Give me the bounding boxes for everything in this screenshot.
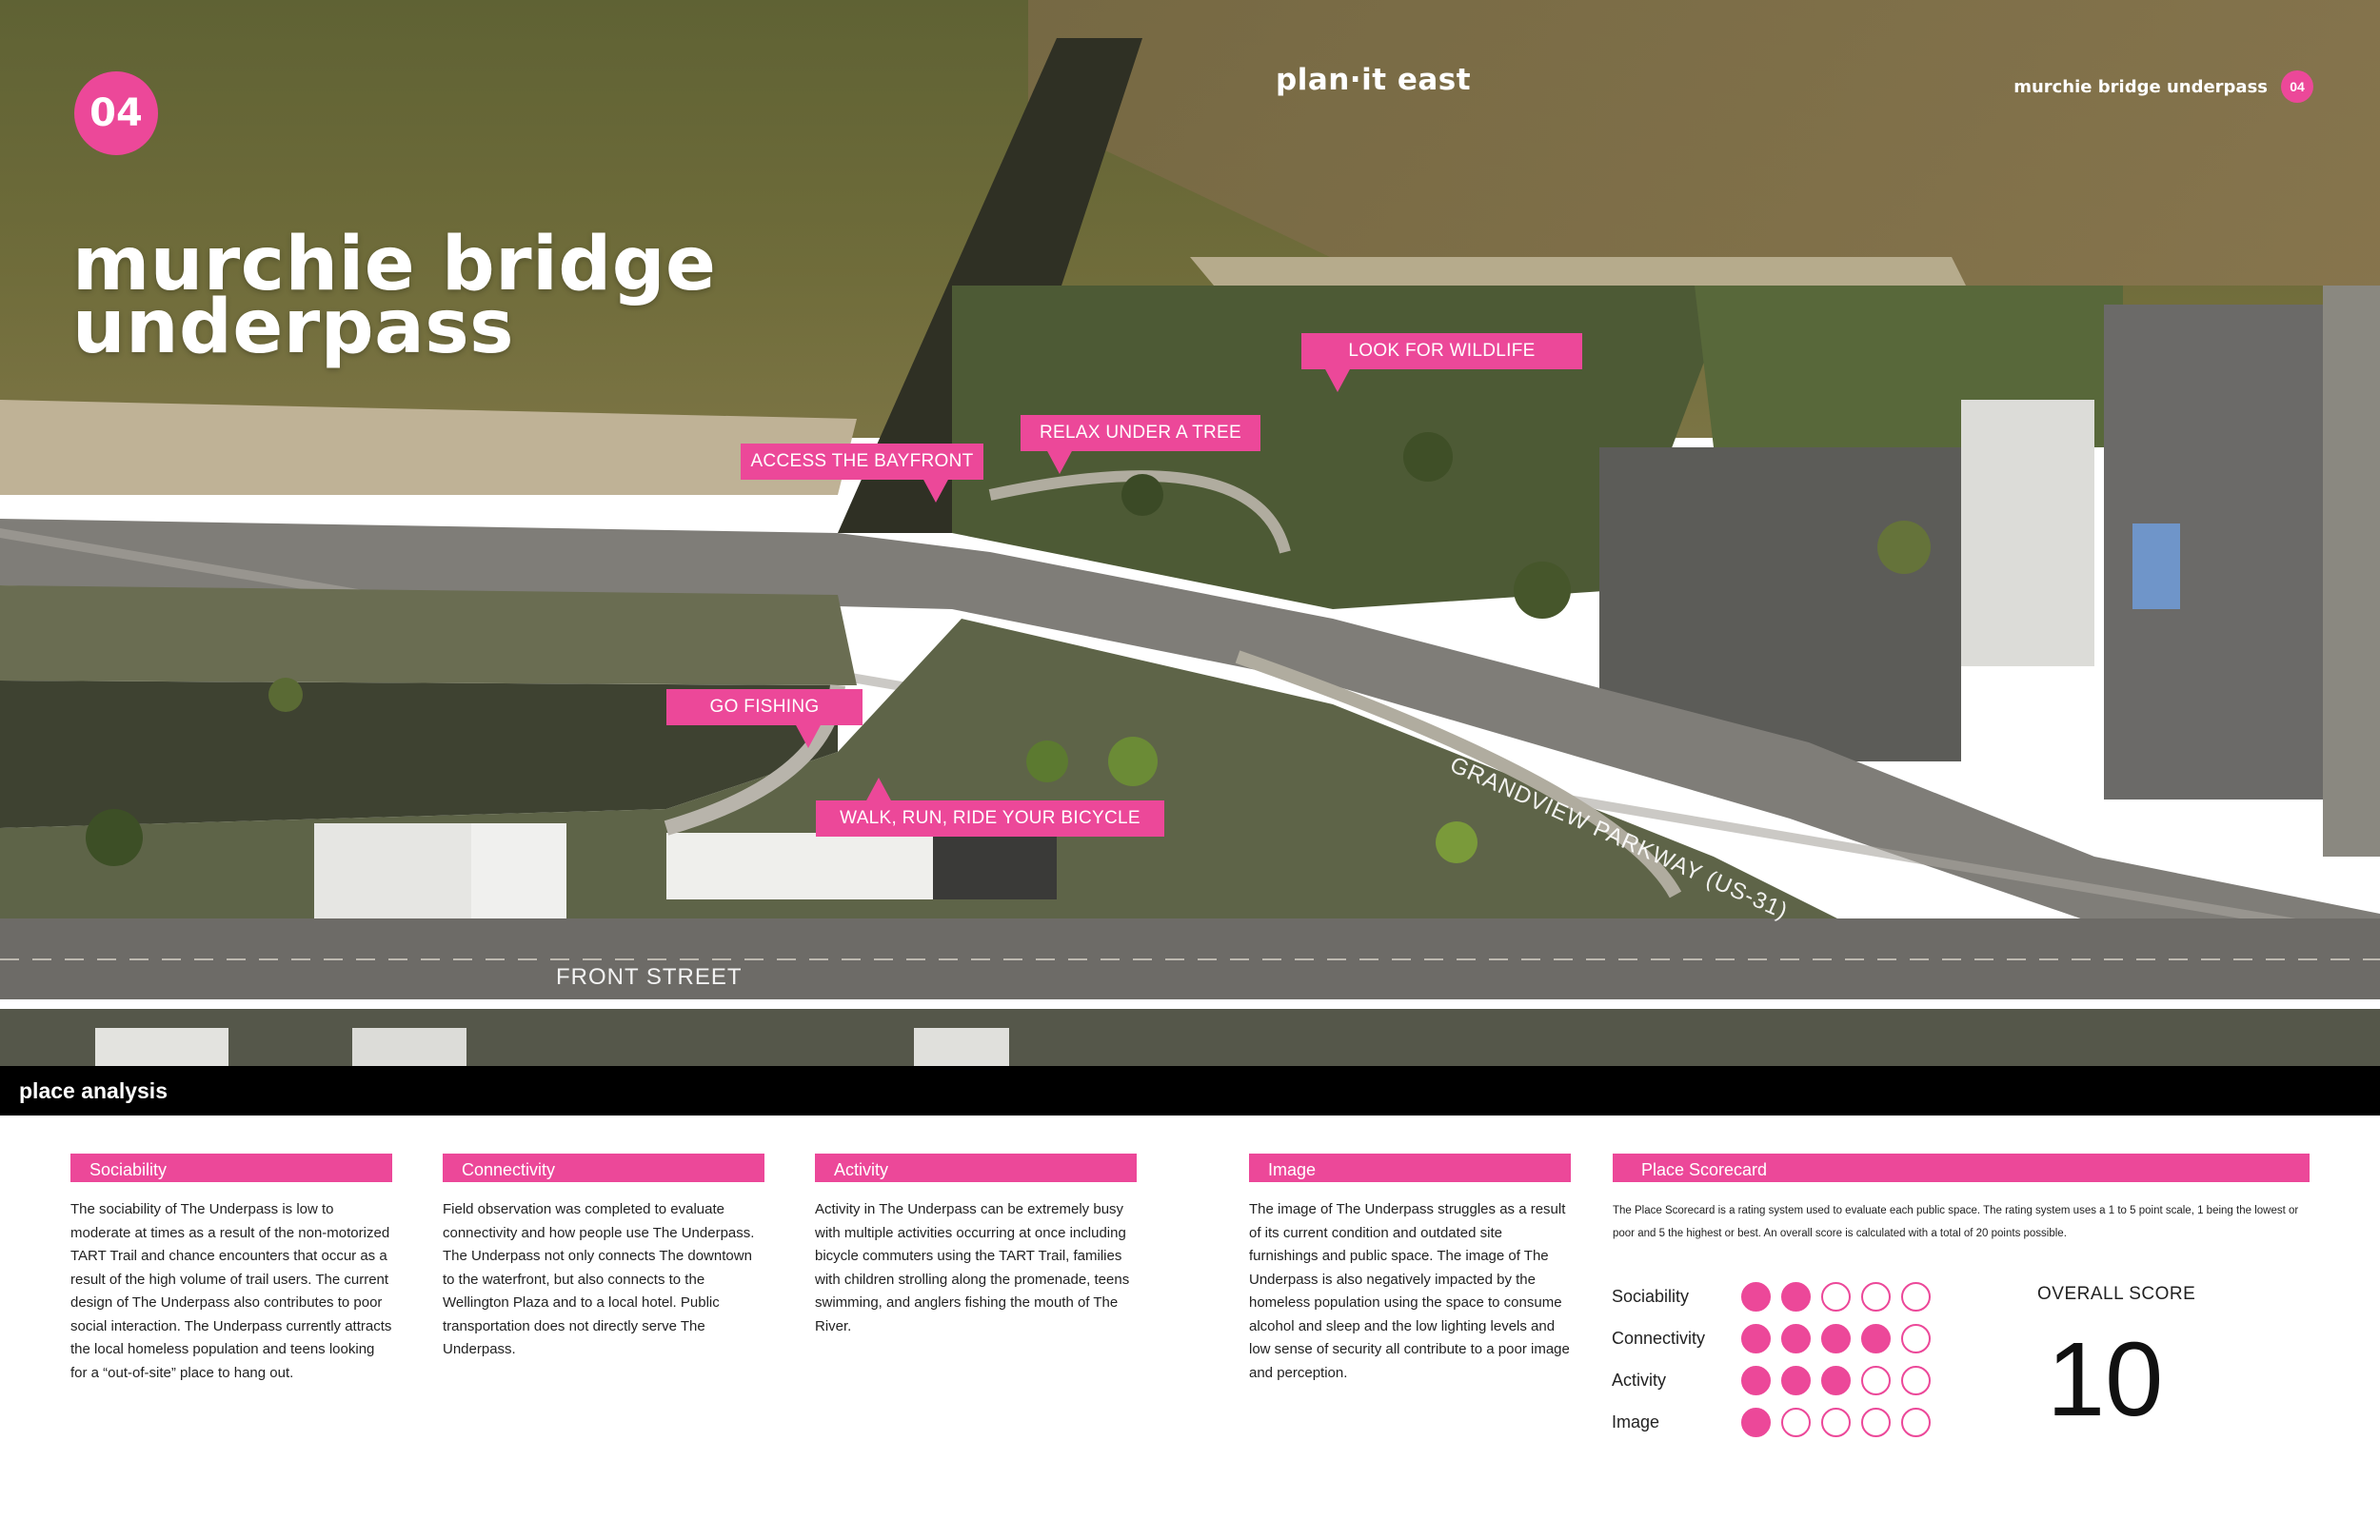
score-dot-empty (1901, 1407, 1931, 1437)
callout-look-for-wildlife: LOOK FOR WILDLIFE (1301, 333, 1582, 392)
score-row-label: Sociability (1612, 1286, 1690, 1306)
score-dot-empty (1781, 1407, 1811, 1437)
score-dot-filled (1781, 1365, 1811, 1395)
scorecard-description: The Place Scorecard is a rating system u… (1613, 1205, 2299, 1239)
activity-heading: Activity (815, 1154, 1137, 1182)
callout-label: WALK, RUN, RIDE YOUR BICYCLE (840, 808, 1140, 828)
sociability-heading: Sociability (70, 1154, 392, 1182)
callout-walk-run-ride: WALK, RUN, RIDE YOUR BICYCLE (816, 778, 1164, 837)
aerial-map-graphic (0, 0, 2380, 1066)
scorecard-heading: Place Scorecard (1613, 1154, 2310, 1182)
score-row: Image (1612, 1401, 1941, 1443)
connectivity-text: Field observation was completed to evalu… (443, 1201, 755, 1357)
section-header: murchie bridge underpass 04 (2013, 70, 2313, 103)
image-heading: Image (1249, 1154, 1571, 1182)
sociability-column: Sociability The sociability of The Under… (70, 1154, 392, 1385)
score-dot-filled (1821, 1365, 1851, 1395)
score-row: Sociability (1612, 1275, 1941, 1317)
score-dot-filled (1781, 1281, 1811, 1312)
sociability-text: The sociability of The Underpass is low … (70, 1201, 392, 1381)
score-dot-filled (1741, 1407, 1771, 1437)
score-row: Activity (1612, 1359, 1941, 1401)
callout-label: RELAX UNDER A TREE (1039, 423, 1241, 443)
brand-logo: plan·it east (1276, 63, 1472, 97)
aerial-photo: 04 murchie bridge underpass plan·it east… (0, 0, 2380, 1066)
page-title-line2: underpass (72, 285, 515, 370)
page-number-badge: 04 (74, 71, 158, 155)
overall-score-label: OVERALL SCORE (2037, 1284, 2196, 1304)
page-title-line1: murchie bridge (72, 222, 717, 307)
callout-pointer (1324, 367, 1351, 392)
score-dot-empty (1821, 1281, 1851, 1312)
callout-pointer (1046, 449, 1073, 474)
score-dot-filled (1741, 1365, 1771, 1395)
callout-pointer (795, 723, 822, 748)
score-row: Connectivity (1612, 1317, 1941, 1359)
score-dot-empty (1901, 1323, 1931, 1353)
callout-access-the-bayfront: ACCESS THE BAYFRONT (741, 444, 983, 503)
score-dot-filled (1741, 1281, 1771, 1312)
callout-pointer (922, 478, 949, 503)
section-header-badge: 04 (2281, 70, 2313, 103)
page-title: murchie bridge underpass (72, 222, 929, 370)
score-row-label: Connectivity (1612, 1328, 1706, 1348)
callout-label: GO FISHING (709, 697, 820, 717)
activity-column: Activity Activity in The Underpass can b… (815, 1154, 1137, 1338)
image-column: Image The image of The Underpass struggl… (1249, 1154, 1571, 1385)
connectivity-heading: Connectivity (443, 1154, 764, 1182)
score-row-label: Image (1612, 1412, 1660, 1431)
callout-relax-under-a-tree: RELAX UNDER A TREE (1021, 415, 1260, 474)
score-dot-filled (1741, 1323, 1771, 1353)
callout-label: LOOK FOR WILDLIFE (1348, 341, 1536, 361)
section-title-bar: place analysis (0, 1066, 2380, 1116)
callout-pointer (865, 778, 892, 802)
score-dot-empty (1861, 1365, 1891, 1395)
score-dot-empty (1861, 1281, 1891, 1312)
score-dot-empty (1901, 1365, 1931, 1395)
image-text: The image of The Underpass struggles as … (1249, 1201, 1570, 1381)
score-row-label: Activity (1612, 1370, 1667, 1390)
score-dot-filled (1781, 1323, 1811, 1353)
score-dot-empty (1861, 1407, 1891, 1437)
score-dot-empty (1821, 1407, 1851, 1437)
section-header-label: murchie bridge underpass (2013, 76, 2268, 97)
street-label-front-street: FRONT STREET (556, 964, 743, 990)
scorecard-column: Place Scorecard The Place Scorecard is a… (1613, 1154, 2310, 1245)
overall-score-value: 10 (2047, 1321, 2164, 1438)
callout-go-fishing: GO FISHING (666, 689, 863, 748)
score-dot-filled (1861, 1323, 1891, 1353)
score-dot-empty (1901, 1281, 1931, 1312)
activity-text: Activity in The Underpass can be extreme… (815, 1201, 1130, 1334)
score-dot-filled (1821, 1323, 1851, 1353)
callout-label: ACCESS THE BAYFRONT (750, 451, 974, 471)
connectivity-column: Connectivity Field observation was compl… (443, 1154, 764, 1362)
